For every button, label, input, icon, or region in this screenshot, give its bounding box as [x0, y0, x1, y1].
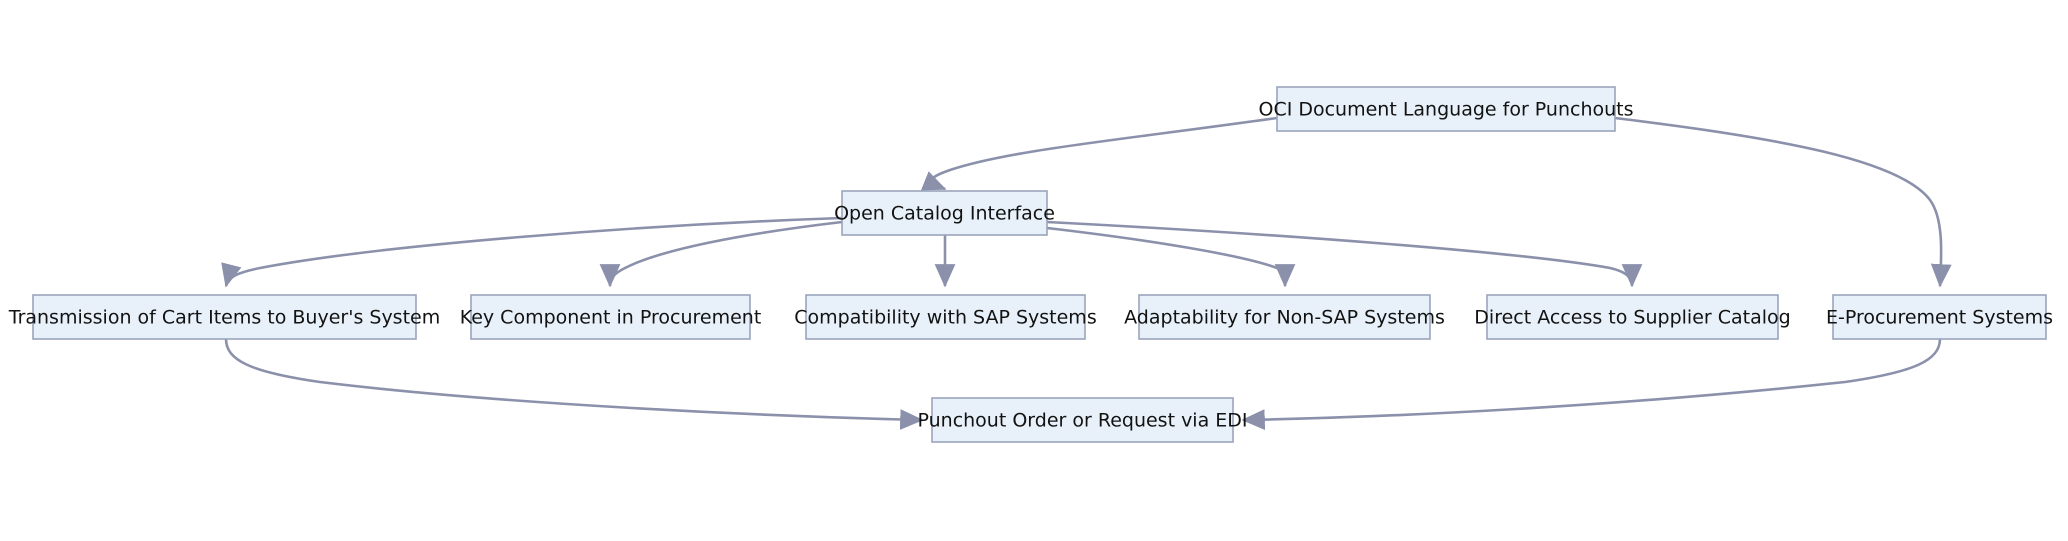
node-box-adaptability-for-non-sap-systems[interactable]: [1138, 294, 1431, 340]
node-box-key-component-in-procurement[interactable]: [470, 294, 751, 340]
node-box-compatibility-with-sap-systems[interactable]: [805, 294, 1086, 340]
node-box-transmission-of-cart-items[interactable]: [32, 294, 417, 340]
node-box-e-procurement-systems[interactable]: [1832, 294, 2047, 340]
node-box-direct-access-to-supplier-catalog[interactable]: [1486, 294, 1779, 340]
edge-oci-document-language-to-open-catalog-interface: [920, 116, 1278, 191]
node-e-procurement-systems[interactable]: E-Procurement Systems: [1826, 294, 2053, 340]
node-adaptability-for-non-sap-systems[interactable]: Adaptability for Non-SAP Systems: [1124, 294, 1445, 340]
node-direct-access-to-supplier-catalog[interactable]: Direct Access to Supplier Catalog: [1474, 294, 1791, 340]
edges-layer: [221, 116, 1952, 430]
edge-e-procurement-systems-to-punchout-order-via-edi: [1241, 338, 1942, 430]
node-key-component-in-procurement[interactable]: Key Component in Procurement: [460, 294, 762, 340]
node-box-open-catalog-interface[interactable]: [841, 190, 1048, 236]
edge-open-catalog-interface-to-direct-access-to-supplier-catalog: [1046, 220, 1643, 288]
node-open-catalog-interface[interactable]: Open Catalog Interface: [834, 190, 1055, 236]
node-compatibility-with-sap-systems[interactable]: Compatibility with SAP Systems: [794, 294, 1097, 340]
node-box-punchout-order-via-edi[interactable]: [931, 397, 1234, 443]
edge-open-catalog-interface-to-transmission-of-cart-items: [221, 216, 843, 288]
node-box-oci-document-language[interactable]: [1276, 86, 1616, 132]
edge-open-catalog-interface-to-key-component-in-procurement: [599, 220, 843, 288]
nodes-layer: OCI Document Language for PunchoutsOpen …: [8, 86, 2053, 443]
edge-open-catalog-interface-to-adaptability-for-non-sap-systems: [1046, 226, 1296, 288]
node-oci-document-language[interactable]: OCI Document Language for Punchouts: [1258, 86, 1634, 132]
edge-transmission-of-cart-items-to-punchout-order-via-edi: [224, 338, 924, 430]
edge-oci-document-language-to-e-procurement-systems: [1614, 116, 1952, 288]
node-punchout-order-via-edi[interactable]: Punchout Order or Request via EDI: [917, 397, 1248, 443]
node-transmission-of-cart-items[interactable]: Transmission of Cart Items to Buyer's Sy…: [8, 294, 440, 340]
